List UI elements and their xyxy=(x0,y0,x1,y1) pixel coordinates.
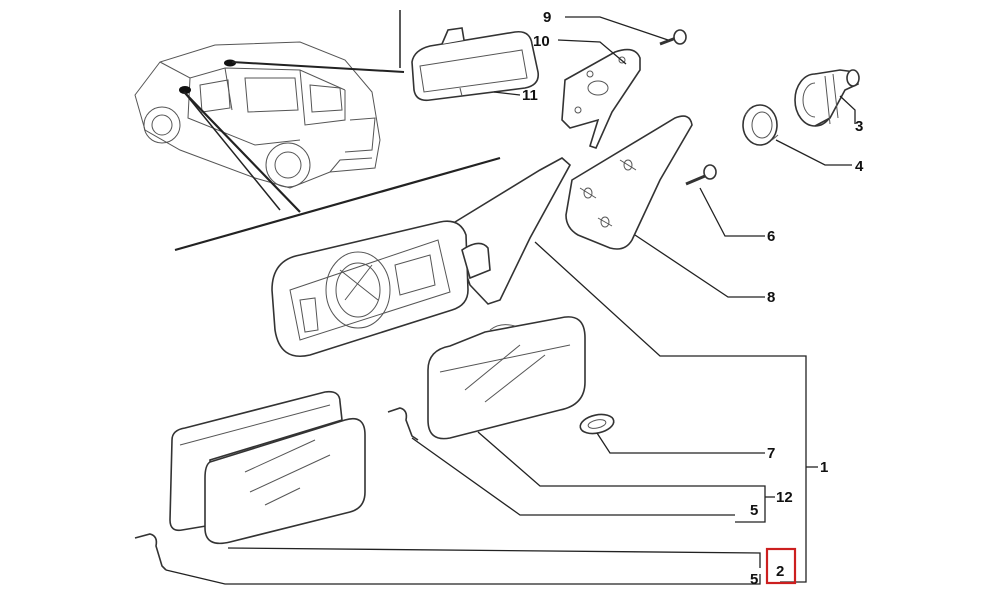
callout-5-lower: 5 xyxy=(750,571,758,588)
callout-5-upper: 5 xyxy=(750,502,758,519)
callout-3: 3 xyxy=(855,118,863,135)
interior-mirror-part-11 xyxy=(411,27,540,102)
mirror-glass-heated-lower xyxy=(169,390,366,545)
callout-8: 8 xyxy=(767,289,775,306)
callout-9: 9 xyxy=(543,9,551,26)
mirror-glass-upper xyxy=(427,316,586,440)
zoom-guide-lines xyxy=(174,10,501,252)
screw-part-9 xyxy=(659,29,687,46)
callout-1: 1 xyxy=(820,459,828,476)
spring-clip-lower-part-5 xyxy=(134,533,167,571)
callout-labels: 9 10 11 3 4 6 8 7 1 12 5 2 5 xyxy=(522,9,864,588)
highlight-box-part-2 xyxy=(765,547,797,585)
callout-4: 4 xyxy=(855,158,864,175)
mounting-bracket-part-10 xyxy=(561,48,641,149)
grommet-part-7 xyxy=(579,413,615,435)
callout-12: 12 xyxy=(776,489,793,506)
screw-part-6 xyxy=(685,164,717,186)
callout-6: 6 xyxy=(767,228,775,245)
leader-lines xyxy=(165,16,856,585)
callout-11: 11 xyxy=(522,87,538,104)
callout-2: 2 xyxy=(776,563,784,580)
callout-10: 10 xyxy=(533,33,550,50)
mirror-housing-assembly xyxy=(271,157,572,357)
retaining-ring-part-4 xyxy=(742,104,779,146)
rubber-boot-part-3 xyxy=(794,69,860,127)
callout-7: 7 xyxy=(767,445,775,462)
spring-clip-upper-part-5 xyxy=(387,407,419,441)
mounting-plate-part-8 xyxy=(565,115,693,250)
